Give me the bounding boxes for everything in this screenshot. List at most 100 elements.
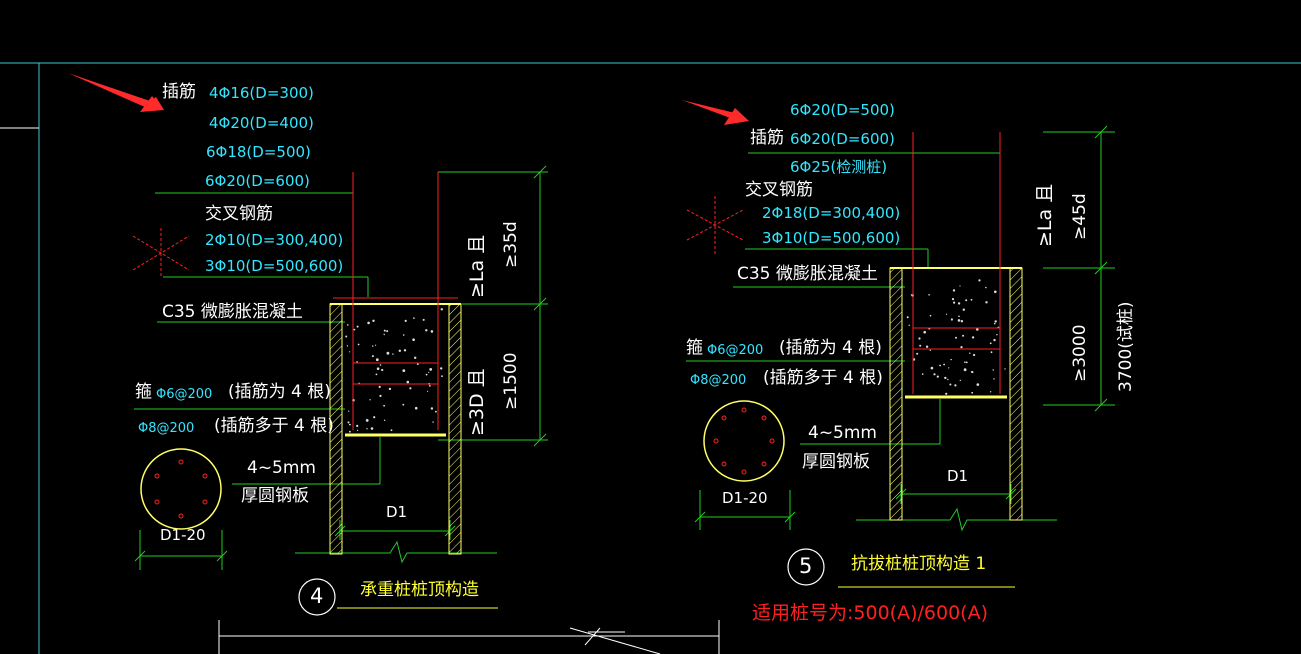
- detail5-note: 适用桩号为:500(A)/600(A): [752, 602, 988, 624]
- detail5-cross-bar-label: 交叉钢筋: [745, 180, 813, 200]
- concrete-dot: [402, 403, 405, 406]
- concrete-dot: [908, 324, 910, 326]
- detail5-geometry: [686, 125, 1115, 588]
- concrete-dot: [357, 429, 359, 431]
- annotation-arrow-left-body: [68, 73, 150, 108]
- concrete-dot: [379, 364, 382, 366]
- detail5-stirrup-1-note: (插筋为 4 根): [779, 338, 882, 358]
- concrete-dot: [958, 315, 960, 318]
- concrete-dot: [412, 338, 415, 342]
- concrete-dot: [992, 369, 994, 371]
- concrete-dot: [945, 313, 948, 315]
- concrete-dot: [957, 319, 961, 322]
- concrete-dot: [964, 361, 966, 364]
- detail4-diameter: D1: [386, 503, 408, 521]
- concrete-dot: [353, 328, 356, 331]
- concrete-dot: [910, 294, 913, 296]
- concrete-dot: [918, 337, 921, 340]
- concrete-dot: [948, 367, 950, 369]
- concrete-dot: [383, 404, 385, 407]
- concrete-dot: [947, 378, 949, 381]
- concrete-dot: [347, 324, 349, 326]
- concrete-dot: [944, 376, 947, 380]
- concrete-dot: [962, 308, 965, 311]
- concrete-dot: [357, 343, 360, 346]
- concrete-dot: [985, 301, 988, 304]
- detail4-cross-option-2: 3Φ10(D=500,600): [205, 257, 344, 275]
- concrete-dot: [402, 369, 406, 372]
- detail4-dim-upper-2: ≥35d: [501, 221, 521, 268]
- concrete-dot: [378, 385, 381, 388]
- detail5-plate-thickness: 4~5mm: [808, 423, 877, 443]
- concrete-dot: [919, 344, 922, 347]
- concrete-dot: [388, 387, 392, 391]
- concrete-dot: [923, 330, 926, 334]
- concrete-dot: [929, 349, 931, 351]
- concrete-dot: [381, 368, 384, 372]
- detail4-concrete-label: C35 微膨胀混凝土: [162, 302, 303, 322]
- detail5-cross-option-1: 2Φ18(D=300,400): [762, 204, 901, 222]
- detail4-dowel-option-3: 6Φ18(D=500): [206, 143, 311, 161]
- detail5-stirrup-2-note: (插筋多于 4 根): [763, 368, 883, 388]
- concrete-dot: [373, 416, 376, 419]
- concrete-dot: [427, 390, 429, 392]
- concrete-dot: [962, 334, 965, 337]
- concrete-dot: [372, 345, 374, 347]
- annotation-arrow-right-head: [724, 108, 749, 125]
- concrete-dot: [985, 286, 987, 289]
- detail5-stirrup-1: Φ6@200: [707, 343, 764, 358]
- concrete-dot: [960, 320, 964, 323]
- concrete-dot: [963, 368, 967, 372]
- concrete-dot: [971, 391, 974, 394]
- concrete-dot: [345, 335, 348, 338]
- concrete-dot: [976, 383, 980, 386]
- concrete-dot: [959, 285, 961, 287]
- concrete-dot: [441, 375, 443, 378]
- concrete-dot: [365, 419, 369, 422]
- drawing-frame: [0, 62, 1301, 654]
- concrete-dot: [993, 338, 996, 342]
- detail4-plate-label: 厚圆钢板: [241, 486, 309, 506]
- concrete-dot: [955, 336, 957, 339]
- concrete-dot: [413, 317, 415, 319]
- concrete-dot: [939, 364, 941, 367]
- detail4-stirrup-1: Φ6@200: [156, 387, 213, 402]
- concrete-dot: [371, 355, 374, 358]
- concrete-dot: [994, 290, 997, 294]
- detail4-title: 承重桩桩顶构造: [360, 580, 479, 600]
- concrete-dot: [375, 373, 378, 376]
- concrete-dot: [989, 342, 992, 345]
- concrete-dot: [440, 308, 443, 311]
- concrete-dot: [366, 428, 368, 430]
- concrete-dot: [356, 424, 359, 427]
- detail4-dim-upper-1: ≥La 且: [466, 234, 488, 298]
- concrete-dot: [348, 410, 350, 412]
- detail5-dim-upper-2: ≥45d: [1070, 193, 1090, 240]
- concrete-dot: [367, 321, 370, 325]
- detail5-cross-rebar-symbol: [686, 196, 744, 256]
- concrete-dot: [430, 407, 434, 410]
- concrete-dot: [933, 373, 936, 376]
- concrete-dot: [950, 358, 952, 361]
- detail4-cross-option-1: 2Φ10(D=300,400): [205, 231, 344, 249]
- concrete-dot: [409, 387, 412, 390]
- detail4-stirrup-2-note: (插筋多于 4 根): [214, 416, 334, 436]
- concrete-dot: [369, 399, 371, 401]
- concrete-dot: [347, 421, 350, 424]
- concrete-dot: [950, 318, 954, 321]
- concrete-dot: [440, 367, 443, 370]
- concrete-dot: [969, 352, 971, 354]
- detail4-stirrup-label: 箍: [135, 382, 152, 402]
- concrete-dot: [957, 302, 961, 305]
- concrete-dot: [993, 378, 995, 380]
- concrete-dot: [383, 419, 386, 421]
- detail5-dim-lower-2: 3700(试桩): [1116, 301, 1136, 392]
- concrete-dot: [953, 301, 956, 304]
- concrete-dot: [356, 325, 359, 328]
- concrete-dot: [971, 336, 975, 339]
- concrete-dot: [993, 322, 996, 325]
- concrete-dot: [996, 334, 998, 336]
- concrete-dot: [965, 299, 968, 302]
- detail5-plate-label: 厚圆钢板: [802, 452, 870, 472]
- concrete-dot: [945, 392, 948, 395]
